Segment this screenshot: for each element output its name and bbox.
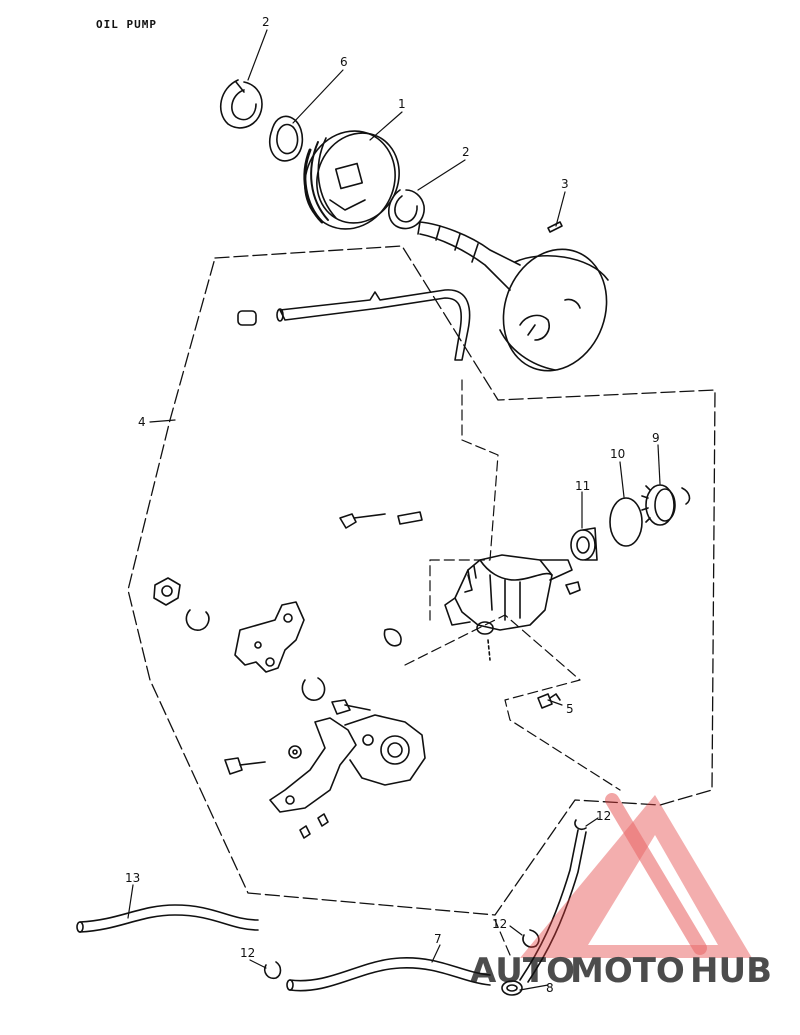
callout-10: 10: [610, 447, 625, 461]
lever-linkage: [153, 577, 426, 839]
diagram-title: OIL PUMP: [96, 18, 157, 31]
hose-13: [76, 904, 259, 933]
callout-5: 5: [566, 702, 574, 716]
assembly-outline: [127, 245, 716, 916]
callout-9: 9: [652, 431, 660, 445]
hose-7: [286, 957, 491, 992]
callout-12-mid: 12: [492, 917, 507, 931]
screw-set: [339, 511, 423, 529]
callout-12-right: 12: [596, 809, 611, 823]
callout-2-mid: 2: [462, 145, 470, 159]
leader-lines: [127, 29, 661, 991]
circlip-mid: [388, 189, 425, 230]
bolt-5: [537, 693, 561, 709]
callout-2-top: 2: [262, 15, 270, 29]
logo-text-auto: AUTO: [470, 951, 575, 991]
callout-11: 11: [575, 479, 590, 493]
callout-1: 1: [398, 97, 406, 111]
pump-body: [383, 554, 581, 661]
feed-hose: [519, 829, 587, 983]
clip-12: [263, 819, 587, 980]
logo-text-moto: MOTO: [570, 951, 685, 991]
callout-3: 3: [561, 177, 569, 191]
leader-dashed-13: [494, 919, 511, 956]
logo-text-hub: HUB: [690, 951, 772, 991]
callout-8: 8: [546, 981, 554, 995]
automotohub-logo: AUTO MOTO HUB: [470, 793, 772, 991]
gear-9: [641, 484, 691, 526]
pump-shaft: [417, 221, 609, 372]
circlip-top: [219, 79, 263, 129]
dowel-pin: [547, 221, 563, 233]
callout-4: 4: [138, 415, 146, 429]
o-ring-10: [609, 497, 643, 547]
bearing-11: [570, 527, 598, 561]
callout-13: 13: [125, 871, 140, 885]
gasket-ring: [268, 115, 304, 162]
callout-7: 7: [434, 932, 442, 946]
fitting-8: [501, 980, 523, 996]
inner-dashed-box: [404, 379, 621, 791]
pipe-sleeve: [237, 289, 471, 361]
callouts: 2 6 1 2 3 4 9 10 11 5 12 13 12 7 12 8: [125, 15, 660, 995]
callout-6: 6: [340, 55, 348, 69]
callout-12-left: 12: [240, 946, 255, 960]
